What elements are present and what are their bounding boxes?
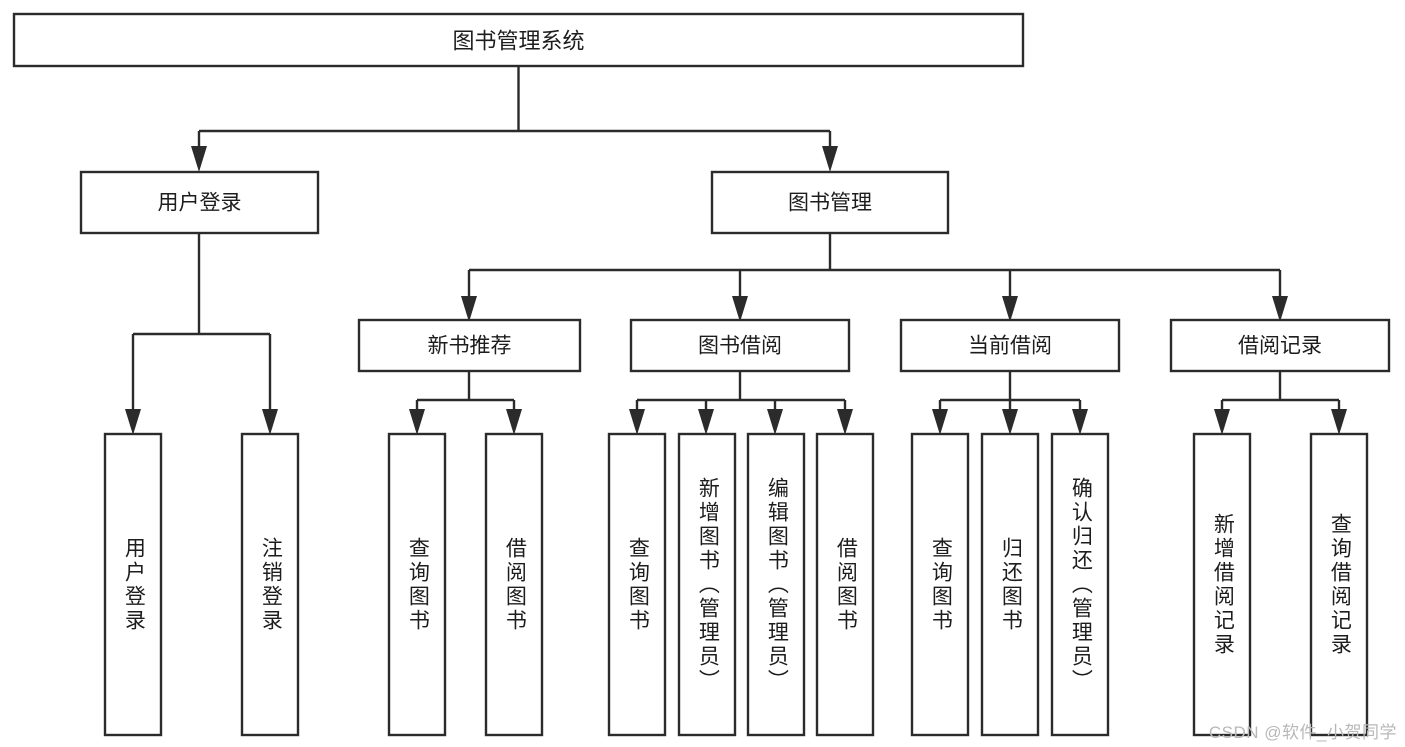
node-book-borrow[interactable]: 图书借阅: [629, 318, 851, 373]
connector-group-current-borrow: [932, 371, 1088, 435]
leaf-label-query-book-1: 查询图书: [406, 536, 430, 633]
leaf-label-confirm-return: 确认归还（管理员）: [1069, 476, 1093, 693]
node-user-login-box[interactable]: [79, 170, 320, 235]
leaf-box-query-book-1[interactable]: [387, 432, 447, 737]
leaf-box-confirm-return[interactable]: [1050, 432, 1110, 737]
node-root-box[interactable]: [12, 12, 1025, 68]
arrow-leaf-add-record: [1214, 409, 1230, 435]
arrow-leaf-borrow-book-2: [837, 409, 853, 435]
node-book-borrow-label: 图书借阅: [698, 335, 782, 358]
leaf-box-borrow-book-1[interactable]: [484, 432, 544, 737]
arrow-leaf-return-book: [1002, 409, 1018, 435]
leaf-label-user-login: 用户登录: [122, 536, 146, 633]
arrow-to-current-borrow: [1002, 296, 1018, 322]
connector-group-new-book: [409, 371, 522, 435]
leaf-label-add-book: 新增图书（管理员）: [696, 476, 720, 693]
leaf-label-edit-book: 编辑图书（管理员）: [765, 476, 789, 693]
connector-group-root: [191, 66, 838, 172]
arrow-leaf-query-book-3: [932, 409, 948, 435]
arrow-to-borrow-records: [1272, 296, 1288, 322]
connector-group-user-login: [125, 233, 278, 435]
connector-group-book-manage: [461, 233, 1288, 322]
leaf-box-add-record[interactable]: [1192, 432, 1252, 737]
arrow-to-book-borrow: [732, 296, 748, 322]
leaf-box-add-book[interactable]: [677, 432, 737, 737]
node-user-login-label: 用户登录: [158, 192, 242, 215]
node-book-manage-label: 图书管理: [788, 192, 872, 215]
arrow-to-new-book: [461, 296, 477, 322]
leaf-box-borrow-book-2[interactable]: [815, 432, 875, 737]
node-new-book-recommend[interactable]: 新书推荐: [357, 318, 582, 373]
node-new-book-recommend-box[interactable]: [357, 318, 582, 373]
arrow-leaf-query-book-1: [409, 409, 425, 435]
node-current-borrow[interactable]: 当前借阅: [899, 318, 1121, 373]
arrow-to-book-manage: [822, 146, 838, 172]
node-current-borrow-box[interactable]: [899, 318, 1121, 373]
leaf-label-add-record: 新增借阅记录: [1211, 512, 1235, 657]
node-root-label: 图书管理系统: [452, 29, 584, 54]
arrow-leaf-confirm-return: [1072, 409, 1088, 435]
leaf-box-logout[interactable]: [240, 432, 300, 737]
node-borrow-records[interactable]: 借阅记录: [1169, 318, 1391, 373]
leaf-label-query-book-2: 查询图书: [626, 536, 650, 633]
leaf-label-query-book-3: 查询图书: [929, 536, 953, 633]
arrow-leaf-edit-book: [767, 409, 783, 435]
csdn-watermark: CSDN @软件_小贺同学: [1208, 723, 1397, 742]
leaf-label-query-record: 查询借阅记录: [1328, 512, 1352, 657]
node-book-manage-box[interactable]: [710, 170, 950, 235]
arrow-leaf-query-book-2: [629, 409, 645, 435]
leaf-label-return-book: 归还图书: [999, 536, 1023, 633]
leaf-label-logout: 注销登录: [259, 536, 283, 633]
leaf-box-edit-book[interactable]: [746, 432, 806, 737]
arrow-leaf-add-book: [698, 409, 714, 435]
arrow-leaf-logout: [262, 409, 278, 435]
node-current-borrow-label: 当前借阅: [968, 335, 1052, 358]
leaf-box-user-login[interactable]: [103, 432, 163, 737]
leaf-box-return-book[interactable]: [980, 432, 1040, 737]
leaf-box-query-book-3[interactable]: [910, 432, 970, 737]
node-root[interactable]: 图书管理系统: [12, 12, 1025, 68]
arrow-leaf-user-login: [125, 409, 141, 435]
node-borrow-records-box[interactable]: [1169, 318, 1391, 373]
node-new-book-recommend-label: 新书推荐: [428, 335, 512, 358]
leaf-label-borrow-book-2: 借阅图书: [834, 536, 858, 633]
node-borrow-records-label: 借阅记录: [1238, 335, 1322, 358]
node-book-manage[interactable]: 图书管理: [710, 170, 950, 235]
arrow-leaf-query-record: [1331, 409, 1347, 435]
node-user-login[interactable]: 用户登录: [79, 170, 320, 235]
connector-group-book-borrow: [629, 371, 853, 435]
connector-group-borrow-records: [1214, 371, 1347, 435]
leaf-box-query-record[interactable]: [1309, 432, 1369, 737]
arrow-to-user-login: [191, 146, 207, 172]
leaf-box-query-book-2[interactable]: [607, 432, 667, 737]
arrow-leaf-borrow-book-1: [506, 409, 522, 435]
leaf-label-borrow-book-1: 借阅图书: [503, 536, 527, 633]
node-book-borrow-box[interactable]: [629, 318, 851, 373]
